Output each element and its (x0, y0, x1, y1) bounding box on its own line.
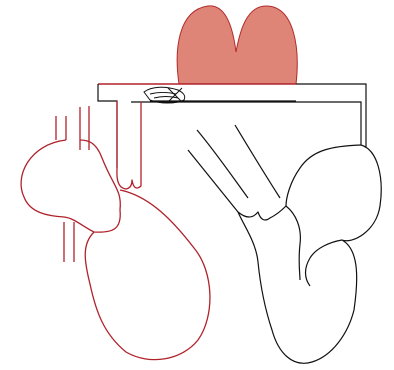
black-connector-bar (98, 84, 366, 168)
heart-shape (177, 6, 297, 84)
left-red-organ-outline (21, 101, 210, 360)
right-black-organ-outline (188, 125, 381, 363)
